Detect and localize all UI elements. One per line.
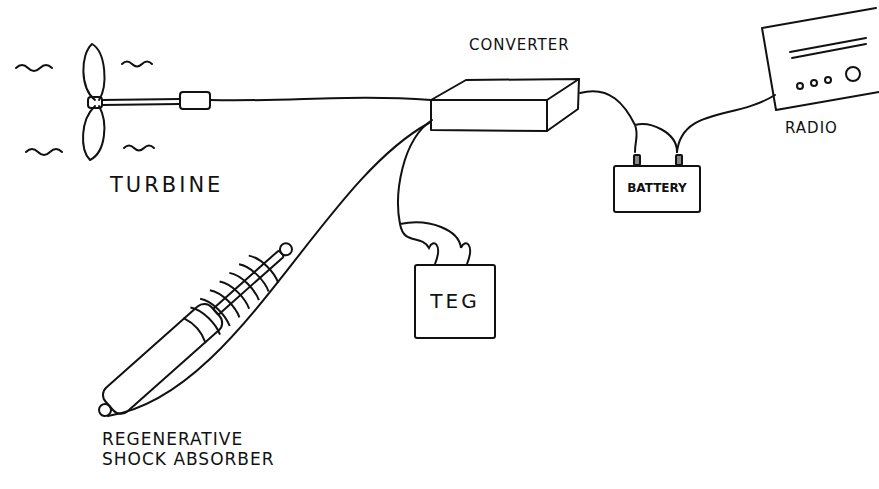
wire <box>677 95 775 152</box>
node-label: RADIO <box>785 120 838 137</box>
node-label: TEG <box>430 290 479 313</box>
converter-box: CONVERTER <box>425 35 590 135</box>
turbine-illustration: TURBINE <box>10 40 245 200</box>
battery-terminal <box>675 154 683 166</box>
wire <box>580 91 677 152</box>
node-label: REGENERATIVE SHOCK ABSORBER <box>102 430 287 469</box>
node-label: TURBINE <box>110 173 223 197</box>
wire <box>210 98 431 101</box>
shock-absorber-illustration: REGENERATIVE SHOCK ABSORBER <box>90 240 305 489</box>
battery-terminal <box>633 154 641 166</box>
wire <box>398 120 470 264</box>
teg-box: TEG <box>414 264 496 339</box>
radio-device: RADIO <box>755 0 879 142</box>
wire <box>108 123 429 416</box>
node-label: CONVERTER <box>469 37 570 54</box>
node-label: BATTERY <box>627 182 687 196</box>
battery-box: BATTERY <box>613 165 701 213</box>
